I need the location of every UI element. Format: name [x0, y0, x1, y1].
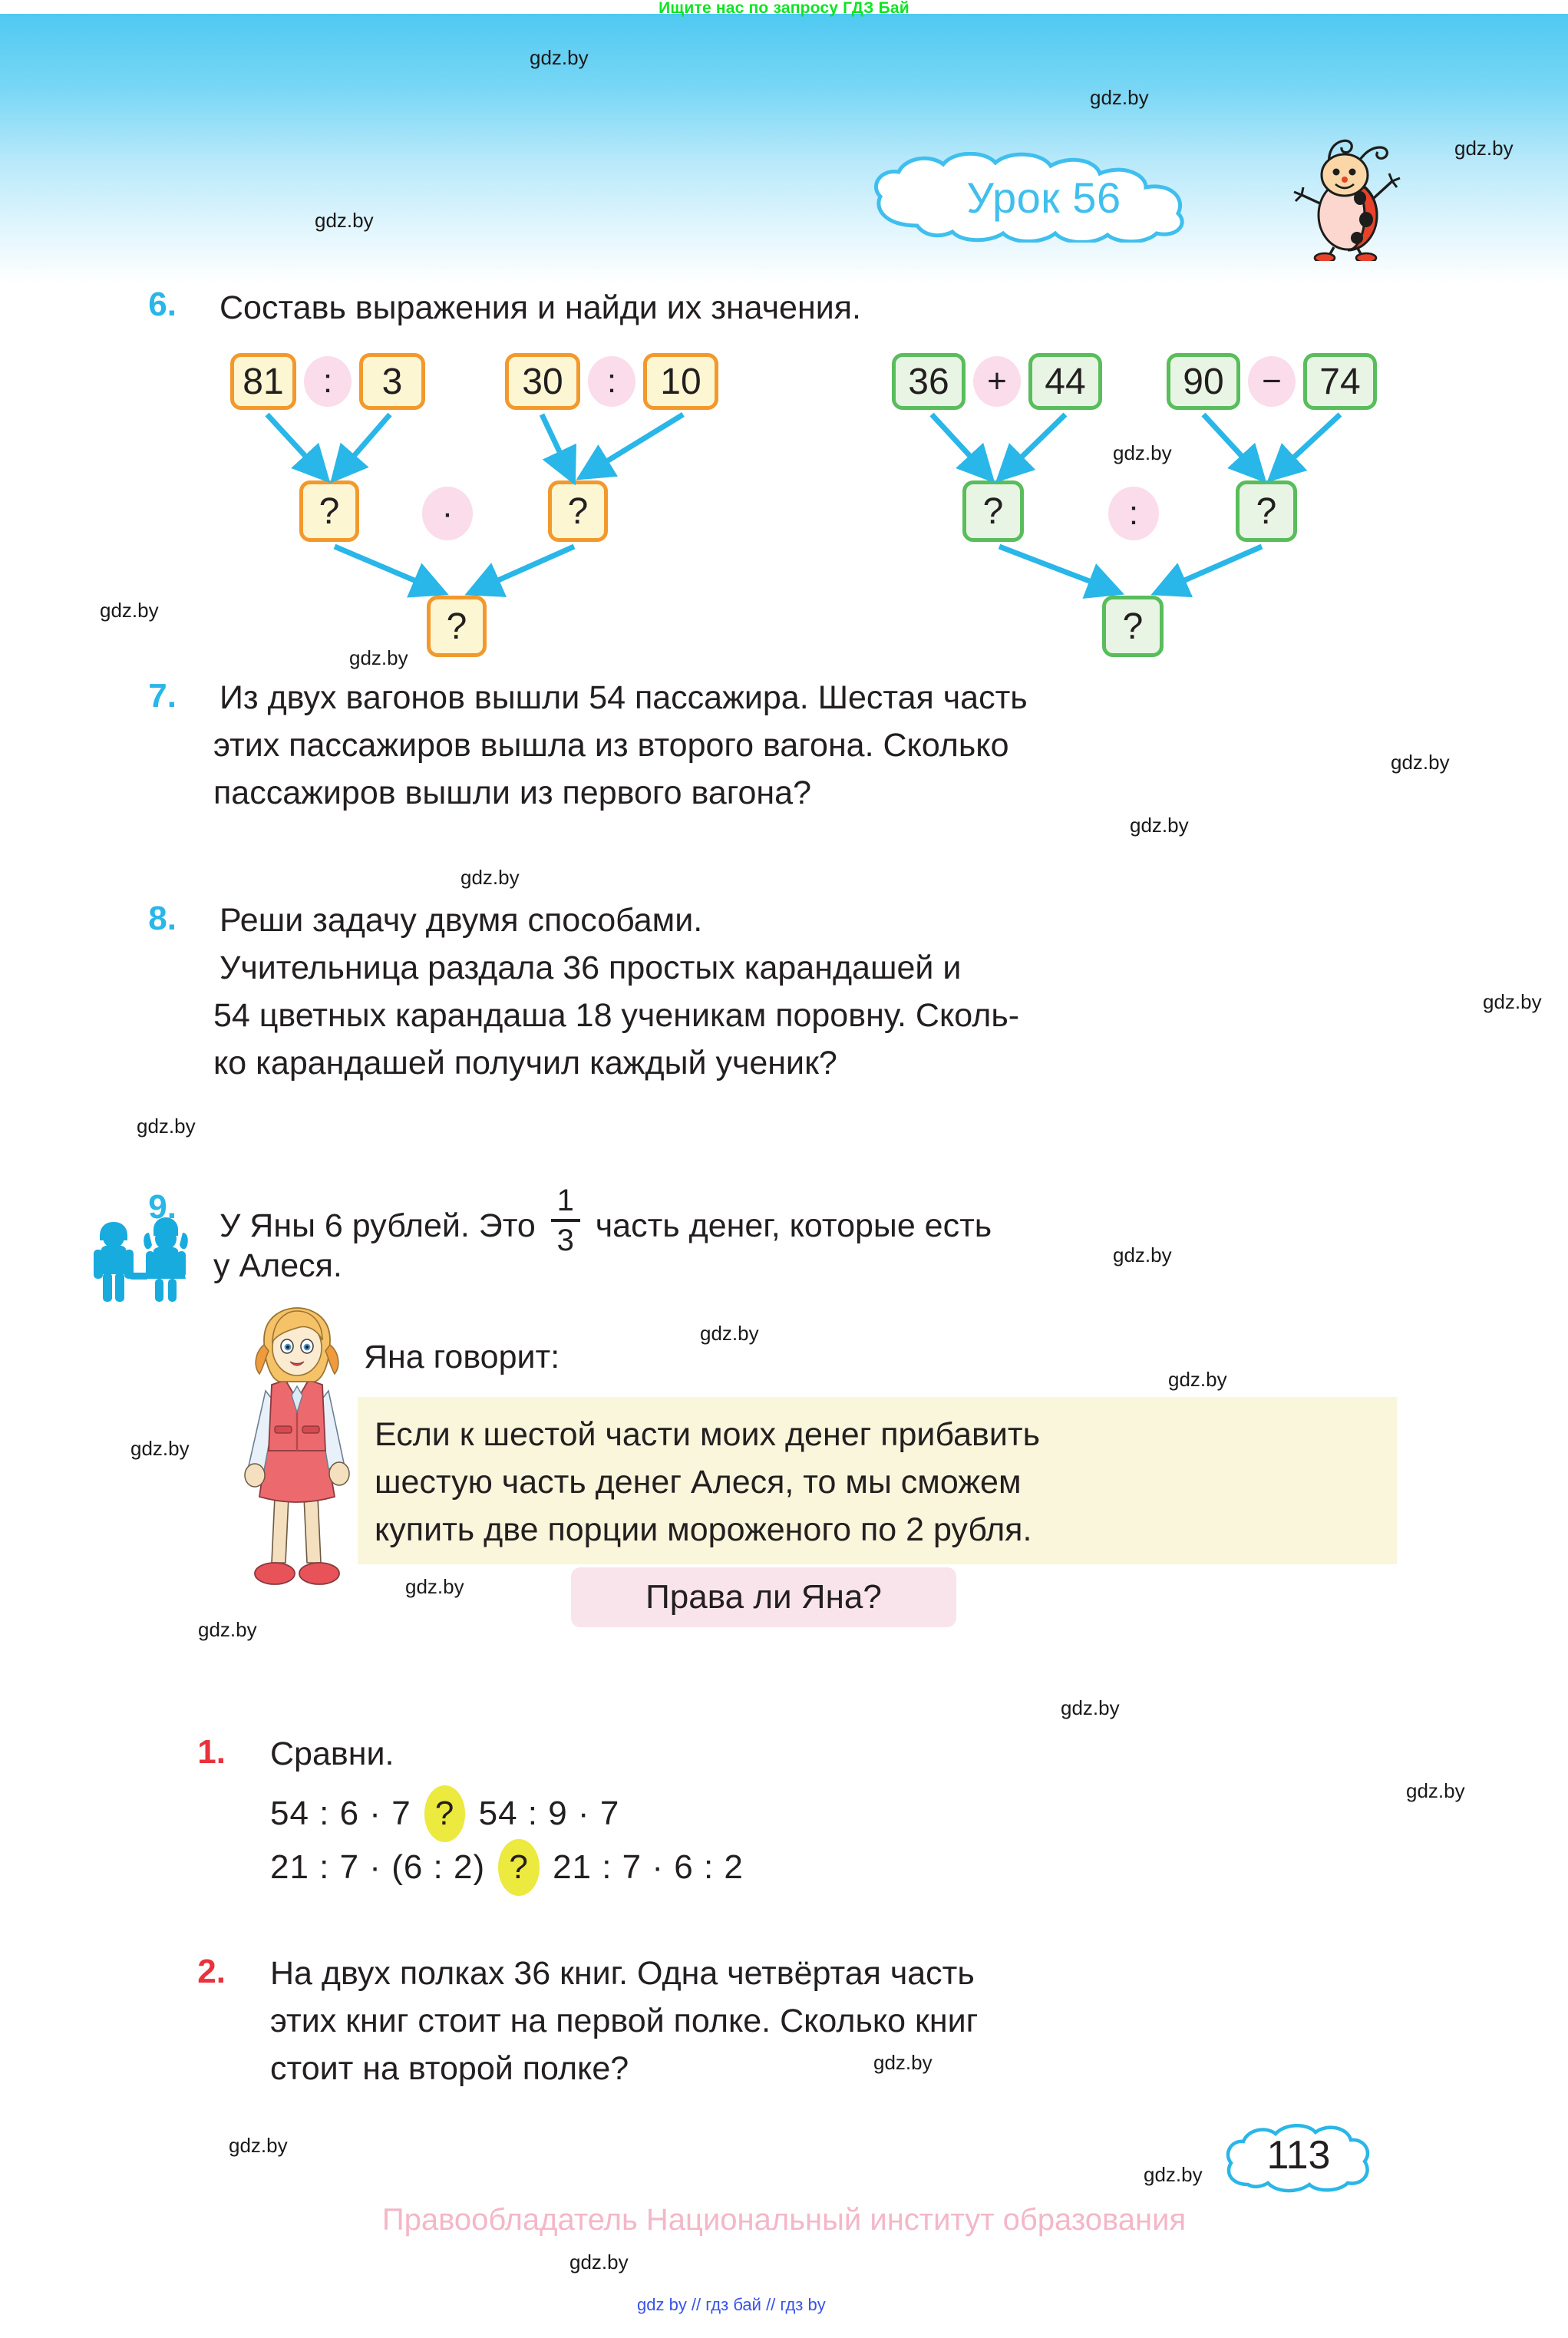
diagram-operator-minus: − — [1248, 356, 1296, 407]
fraction-numerator: 1 — [556, 1184, 574, 1217]
watermark-5: gdz.by — [100, 599, 159, 622]
diagram-operator-div-1: : — [304, 356, 352, 407]
compare-right-2: 21 : 7 · 6 : 2 — [553, 1848, 744, 1886]
exercise-9-text-before: У Яны 6 рублей. Это — [220, 1207, 536, 1244]
diagram-cell-result-right: ? — [548, 480, 608, 542]
exercise-8-line-3: 54 цветных карандаша 18 ученикам поровну… — [213, 997, 1020, 1034]
watermark-3: gdz.by — [315, 209, 374, 232]
homework-1-row-1: 54 : 6 · 7 ? 54 : 9 · 7 — [270, 1785, 619, 1842]
diagram-operator-divide: : — [1108, 487, 1159, 540]
diagram-cell-result-right-2: ? — [1236, 480, 1297, 542]
diagram-cell-result-left: ? — [299, 480, 359, 542]
speech-line-3: купить две порции мороженого по 2 рубля. — [375, 1511, 1032, 1548]
watermark-21: gdz.by — [229, 2134, 288, 2157]
watermark-10: gdz.by — [1483, 990, 1542, 1013]
diagram-cell-90: 90 — [1167, 353, 1240, 410]
diagram-cell-44: 44 — [1028, 353, 1102, 410]
watermark-19: gdz.by — [1406, 1779, 1465, 1802]
diagram-cell-result-left-2: ? — [962, 480, 1024, 542]
yana-speech-box: Если к шестой части моих денег прибавить… — [358, 1397, 1397, 1564]
watermark-4: gdz.by — [1113, 441, 1172, 464]
expression-diagram-right: 36 + 44 90 − 74 ? : ? ? — [881, 353, 1388, 657]
two-children-icon — [86, 1213, 193, 1303]
homework-section-border — [129, 1687, 896, 2125]
exercise-6-number: 6. — [148, 286, 177, 323]
fraction-bar — [550, 1219, 580, 1222]
watermark-1: gdz.by — [1090, 86, 1149, 109]
homework-2-line-2: этих книг стоит на первой полке. Сколько… — [270, 2003, 979, 2039]
ladybug-icon — [1283, 130, 1406, 264]
watermark-12: gdz.by — [1113, 1243, 1172, 1266]
homework-1-row-2: 21 : 7 · (6 : 2) ? 21 : 7 · 6 : 2 — [270, 1839, 744, 1896]
exercise-8-line-2: Учительница раздала 36 простых карандаше… — [220, 949, 962, 986]
compare-left-2: 21 : 7 · (6 : 2) — [270, 1848, 486, 1886]
diagram-cell-3: 3 — [359, 353, 425, 410]
diagram-cell-74: 74 — [1303, 353, 1377, 410]
sky-gradient-background — [0, 14, 1568, 284]
site-banner: Ищите нас по запросу ГДЗ Бай — [659, 0, 909, 17]
watermark-9: gdz.by — [460, 866, 520, 889]
compare-mark-2: ? — [498, 1839, 540, 1896]
speech-line-2: шестую часть денег Алеся, то мы сможем — [375, 1464, 1022, 1501]
watermark-13: gdz.by — [700, 1322, 759, 1345]
is-yana-right-box: Права ли Яна? — [571, 1567, 956, 1627]
yana-says-label: Яна говорит: — [364, 1339, 560, 1375]
speech-line-1: Если к шестой части моих денег прибавить — [375, 1416, 1040, 1453]
diagram-cell-30: 30 — [505, 353, 580, 410]
diagram-cell-final-right: ? — [1102, 596, 1164, 657]
girl-character-illustration — [224, 1305, 370, 1604]
exercise-7-line-3: пассажиров вышли из первого вагона? — [213, 774, 811, 811]
compare-right-1: 54 : 9 · 7 — [478, 1795, 620, 1832]
exercise-7-line-1: Из двух вагонов вышли 54 пассажира. Шест… — [220, 679, 1028, 716]
watermark-20: gdz.by — [873, 2051, 933, 2074]
exercise-9-text-after: часть денег, которые есть — [595, 1207, 992, 1244]
watermark-7: gdz.by — [1391, 751, 1450, 774]
expression-diagram-left: 81 : 3 30 : 10 ? · ? ? — [220, 353, 718, 657]
exercise-7-line-2: этих пассажиров вышла из второго вагона.… — [213, 727, 1009, 764]
exercise-9-line-1: У Яны 6 рублей. Это 1 3 часть денег, кот… — [220, 1185, 1417, 1256]
watermark-6: gdz.by — [349, 646, 408, 669]
watermark-18: gdz.by — [1061, 1696, 1120, 1719]
page-number-cloud: 113 — [1222, 2117, 1375, 2200]
lesson-title-cloud: Урок 56 — [863, 152, 1224, 243]
homework-2-line-3: стоит на второй полке? — [270, 2050, 629, 2087]
homework-1-number: 1. — [197, 1733, 226, 1771]
homework-2-number: 2. — [197, 1953, 226, 1990]
diagram-operator-div-2: : — [588, 356, 635, 407]
diagram-cell-final-left: ? — [427, 596, 487, 657]
compare-mark-1: ? — [424, 1785, 466, 1842]
watermark-17: gdz.by — [198, 1618, 257, 1641]
fraction-one-third: 1 3 — [550, 1184, 580, 1257]
fraction-denominator: 3 — [556, 1223, 574, 1257]
watermark-22: gdz.by — [1144, 2163, 1203, 2186]
watermark-23: gdz.by — [569, 2250, 629, 2274]
diagram-operator-multiply: · — [422, 487, 473, 540]
exercise-9-line-2: у Алеся. — [213, 1247, 342, 1284]
lesson-title-text: Урок 56 — [966, 173, 1121, 222]
diagram-cell-36: 36 — [892, 353, 966, 410]
page-number-text: 113 — [1266, 2133, 1331, 2178]
homework-2-line-1: На двух полках 36 книг. Одна четвёртая ч… — [270, 1955, 975, 1992]
watermark-2: gdz.by — [1454, 137, 1514, 160]
diagram-cell-81: 81 — [230, 353, 296, 410]
watermark-8: gdz.by — [1130, 814, 1189, 837]
copyright-notice: Правообладатель Национальный институт об… — [381, 2203, 1187, 2237]
watermark-11: gdz.by — [137, 1115, 196, 1138]
exercise-7-number: 7. — [148, 677, 177, 715]
footer-links: gdz by // гдз бай // гдз by — [637, 2295, 826, 2314]
compare-left-1: 54 : 6 · 7 — [270, 1795, 411, 1832]
exercise-8-line-1: Реши задачу двумя способами. — [220, 902, 703, 939]
homework-1-prompt: Сравни. — [270, 1735, 394, 1772]
diagram-operator-plus: + — [973, 356, 1021, 407]
exercise-8-line-4: ко карандашей получил каждый ученик? — [213, 1045, 837, 1081]
diagram-cell-10: 10 — [643, 353, 718, 410]
watermark-0: gdz.by — [530, 46, 589, 69]
exercise-6-prompt: Составь выражения и найди их значения. — [220, 289, 861, 326]
exercise-8-number: 8. — [148, 900, 177, 937]
watermark-16: gdz.by — [405, 1575, 464, 1598]
watermark-15: gdz.by — [130, 1437, 190, 1460]
watermark-14: gdz.by — [1168, 1368, 1227, 1391]
